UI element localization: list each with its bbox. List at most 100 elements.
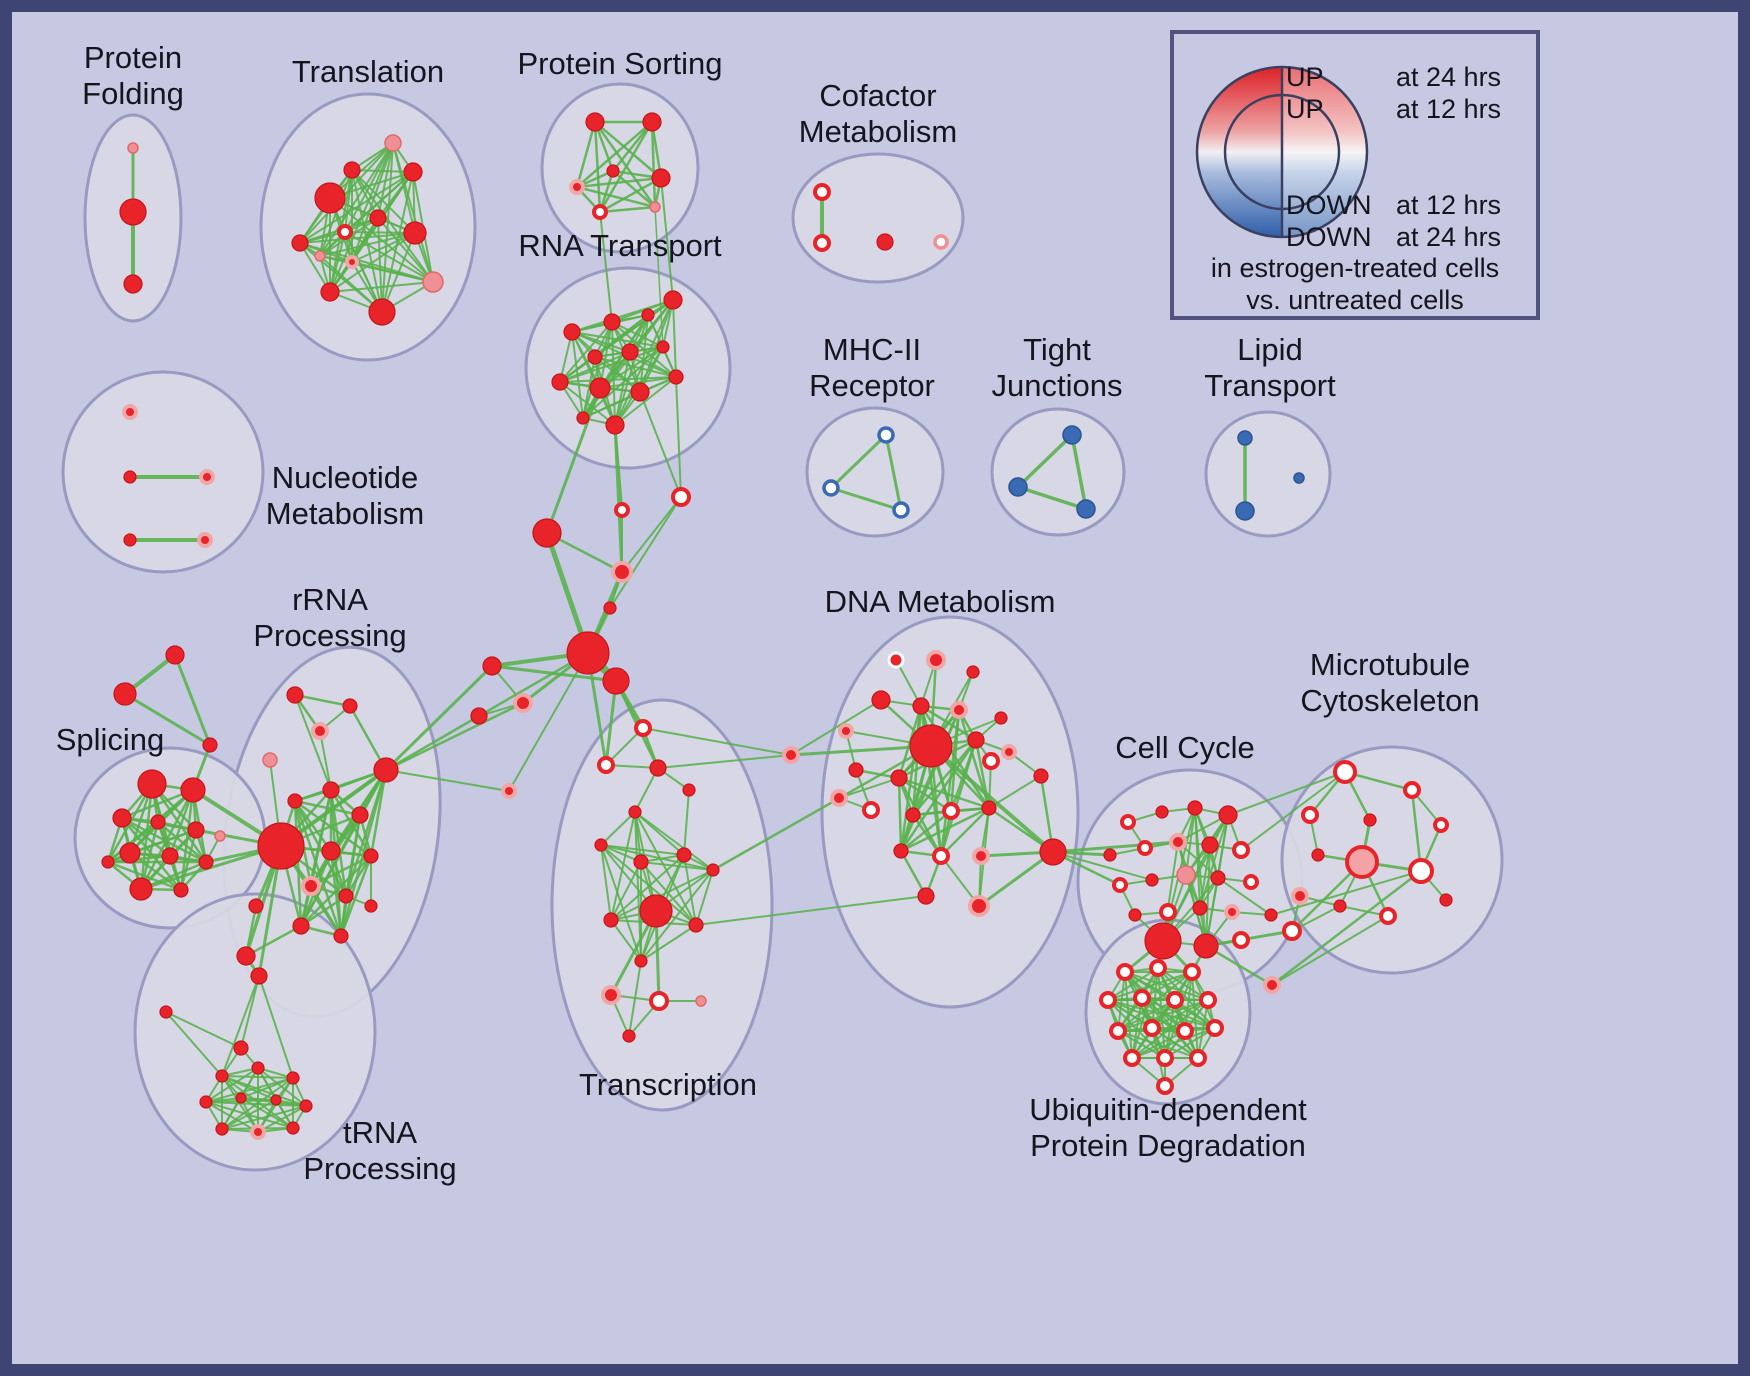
cluster-label-splicing: Splicing xyxy=(56,722,165,757)
network-node xyxy=(311,722,329,740)
network-node xyxy=(215,1122,229,1136)
network-node xyxy=(1379,907,1397,925)
network-node xyxy=(369,209,387,227)
network-node xyxy=(127,142,139,154)
cluster-label-microtubule-cytoskeleton: Cytoskeleton xyxy=(1300,683,1479,718)
network-node xyxy=(292,917,310,935)
network-node xyxy=(1193,933,1219,959)
network-node xyxy=(639,894,673,928)
network-node xyxy=(905,807,921,823)
network-node xyxy=(601,985,621,1005)
network-node xyxy=(173,882,189,898)
network-node xyxy=(614,502,630,518)
network-node xyxy=(199,469,215,485)
cluster-label-cofactor-metabolism: Cofactor xyxy=(819,78,936,113)
network-node xyxy=(611,561,633,583)
cluster-label-cell-cycle: Cell Cycle xyxy=(1115,730,1255,765)
network-node xyxy=(161,847,179,865)
network-node xyxy=(299,1099,313,1113)
network-node xyxy=(1145,873,1159,887)
network-node xyxy=(968,895,990,917)
network-node xyxy=(286,1071,300,1085)
network-node xyxy=(251,1061,265,1075)
cluster-cofactor-metabolism xyxy=(791,152,965,284)
network-node xyxy=(1433,817,1449,833)
network-node xyxy=(671,487,691,507)
cluster-label-tight-junctions: Tight xyxy=(1023,332,1091,367)
network-node xyxy=(301,876,321,896)
network-node xyxy=(602,667,630,695)
network-node xyxy=(576,411,590,425)
network-node xyxy=(270,1094,282,1106)
network-node xyxy=(286,686,304,704)
network-node xyxy=(314,250,326,262)
network-node xyxy=(926,650,946,670)
network-node xyxy=(566,631,610,675)
network-node xyxy=(972,847,990,865)
legend-down-24-label: DOWN xyxy=(1286,222,1372,252)
network-node xyxy=(1408,858,1434,884)
network-node xyxy=(1237,430,1253,446)
network-node xyxy=(603,912,619,928)
network-node xyxy=(1076,499,1096,519)
network-node xyxy=(1403,781,1421,799)
network-node xyxy=(333,928,349,944)
network-node xyxy=(363,848,379,864)
network-node xyxy=(482,656,502,676)
network-node xyxy=(597,756,615,774)
cluster-label-cofactor-metabolism: Metabolism xyxy=(799,114,958,149)
network-node xyxy=(202,737,218,753)
network-node xyxy=(981,800,997,816)
cluster-label-nucleotide-metabolism: Metabolism xyxy=(266,496,425,531)
network-node xyxy=(1363,813,1377,827)
cluster-label-tight-junctions: Junctions xyxy=(992,368,1123,403)
cluster-label-lipid-transport: Transport xyxy=(1204,368,1336,403)
network-node xyxy=(1192,900,1208,916)
network-node xyxy=(1293,472,1305,484)
cluster-label-microtubule-cytoskeleton: Microtubule xyxy=(1310,647,1470,682)
network-node xyxy=(912,697,930,715)
network-node xyxy=(656,340,670,354)
network-node xyxy=(101,855,115,869)
network-node xyxy=(1210,870,1226,886)
network-node xyxy=(822,479,840,497)
network-node xyxy=(663,290,683,310)
cluster-translation xyxy=(259,92,477,362)
cluster-label-ubiquitin-degradation: Ubiquitin-dependent xyxy=(1029,1092,1307,1127)
network-node xyxy=(314,182,346,214)
network-node xyxy=(262,752,278,768)
network-node xyxy=(236,946,256,966)
cluster-label-protein-folding: Folding xyxy=(82,76,184,111)
network-node xyxy=(113,682,137,706)
network-node xyxy=(1144,922,1182,960)
network-node xyxy=(1156,1077,1174,1095)
network-node xyxy=(343,161,361,179)
network-node xyxy=(214,830,226,842)
cluster-label-rna-transport: RNA Transport xyxy=(518,228,722,263)
cluster-label-protein-folding: Protein xyxy=(84,40,182,75)
network-node xyxy=(129,877,153,901)
network-node xyxy=(248,898,264,914)
network-node xyxy=(403,221,427,245)
network-node xyxy=(563,323,581,341)
network-node xyxy=(322,781,340,799)
cluster-label-nucleotide-metabolism: Nucleotide xyxy=(272,460,418,495)
network-node xyxy=(634,954,648,968)
network-node xyxy=(165,645,185,665)
network-node xyxy=(150,814,166,830)
cluster-lipid-transport xyxy=(1204,410,1332,538)
network-node xyxy=(1128,908,1142,922)
network-node xyxy=(682,783,696,797)
network-node xyxy=(649,201,661,213)
network-node xyxy=(862,801,880,819)
network-node xyxy=(1103,848,1117,862)
cluster-label-trna-processing: tRNA xyxy=(343,1115,417,1150)
network-node xyxy=(950,701,968,719)
network-node xyxy=(286,1121,300,1135)
network-node xyxy=(1333,760,1357,784)
network-node xyxy=(893,843,909,859)
network-node xyxy=(892,501,910,519)
network-node xyxy=(1311,848,1325,862)
network-node xyxy=(649,759,667,777)
